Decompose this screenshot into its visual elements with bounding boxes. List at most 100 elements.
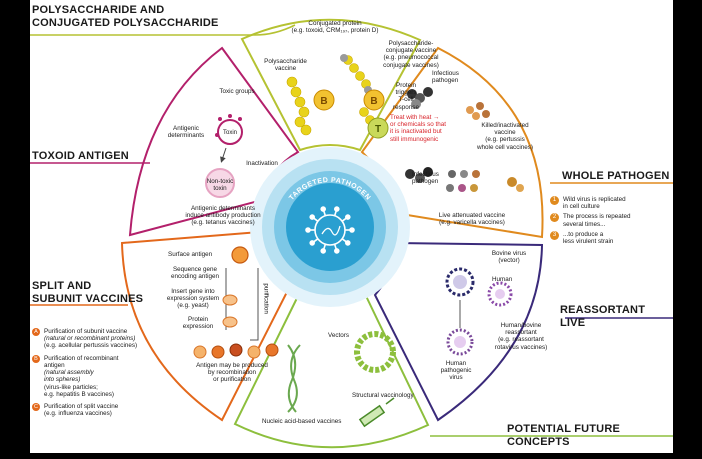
item-letter-badge: A bbox=[32, 328, 40, 336]
step-number-badge: 3 bbox=[550, 230, 559, 240]
heading-reassortant: REASSORTANT LIVE bbox=[560, 304, 646, 329]
item-sub: (natural assembly into spheres) bbox=[44, 369, 94, 384]
label-vectors: Vectors bbox=[328, 332, 349, 339]
polysaccharide-heading-line bbox=[30, 24, 296, 36]
pathogen-spike-tip bbox=[320, 248, 327, 254]
label-killed-inactivated: Killed/inactivated vaccine (e.g. pertuss… bbox=[477, 122, 533, 151]
whole-pathogen-step: 2 The process is repeated several times..… bbox=[550, 213, 670, 228]
step-number-badge: 2 bbox=[550, 213, 559, 223]
diagram-panel: TARGETED PATHOGEN B bbox=[30, 0, 673, 453]
label-structural-vaccinology: Structural vaccinology bbox=[352, 392, 414, 399]
non-toxic-toxin-icon bbox=[205, 168, 235, 198]
label-purification: purification bbox=[262, 283, 270, 314]
step-text: Wild virus is replicated in cell culture bbox=[563, 196, 626, 211]
pathogen-spike-tip bbox=[333, 248, 340, 254]
toxin-icon: Toxin bbox=[215, 114, 243, 145]
diagram-artwork: TARGETED PATHOGEN B bbox=[30, 18, 673, 449]
label-infectious-pathogen-2: Infectious pathogen bbox=[412, 171, 439, 186]
vector-ring-icon bbox=[354, 331, 396, 373]
inactivation-arrow bbox=[220, 147, 227, 163]
label-inactivation: Inactivation bbox=[246, 160, 278, 167]
polysaccharide-segment bbox=[240, 18, 422, 152]
pathogen-spike-tip bbox=[344, 214, 351, 220]
attenuation-steps-icon bbox=[446, 170, 524, 192]
item-example: (e.g. acellular pertussis vaccines) bbox=[44, 342, 138, 350]
infectious-pathogen-icon-2 bbox=[405, 167, 433, 183]
b-cell-icon-1: B bbox=[313, 89, 335, 111]
item-main: Purification of split vaccine bbox=[44, 403, 119, 411]
b-cell-icon-2: B bbox=[363, 89, 385, 111]
label-antibody-production: Antigenic determinants induce antibody p… bbox=[185, 205, 261, 227]
split-vaccine-item: C Purification of split vaccine(e.g. infl… bbox=[32, 403, 144, 417]
item-example: (virus-like particles; e.g. hepatitis B … bbox=[44, 383, 115, 398]
whole-pathogen-steps: 1 Wild virus is replicated in cell cultur… bbox=[550, 196, 670, 248]
antigen-products-icon bbox=[193, 343, 279, 359]
heading-toxoid: TOXOID ANTIGEN bbox=[32, 150, 129, 162]
dna-helix-icon bbox=[287, 344, 301, 413]
item-text: Purification of recombinant antigen(natu… bbox=[44, 355, 119, 398]
targeted-pathogen-icon bbox=[305, 206, 355, 254]
syringe-icon bbox=[358, 397, 395, 428]
label-bovine-virus: Bovine virus (vector) bbox=[491, 250, 527, 265]
pathogen-spike-tip bbox=[344, 240, 351, 246]
svg-text:B: B bbox=[370, 96, 377, 107]
split-vaccine-item: B Purification of recombinant antigen(nat… bbox=[32, 354, 144, 398]
whole-pathogen-step: 3 ...to produce a less virulent strain bbox=[550, 230, 670, 246]
label-human: Human bbox=[492, 276, 513, 283]
inactivated-pathogen-icon bbox=[466, 102, 490, 120]
heading-whole-pathogen: WHOLE PATHOGEN bbox=[562, 170, 670, 182]
label-non-toxic-toxin: Non-toxic toxin bbox=[206, 178, 234, 193]
label-protein-expression: Protein expression bbox=[182, 316, 214, 331]
label-antigenic-determinants: Antigenic determinants bbox=[167, 125, 205, 140]
polysaccharide-chain-icon bbox=[286, 76, 312, 136]
item-letter-badge: B bbox=[32, 354, 40, 363]
label-infectious-pathogen-1: Infectious pathogen bbox=[432, 70, 459, 85]
pathogen-spike-tip bbox=[333, 206, 340, 212]
t-cell-icon: T bbox=[367, 117, 389, 139]
step-text: The process is repeated several times... bbox=[563, 213, 631, 228]
item-main: Purification of subunit vaccine bbox=[44, 328, 128, 335]
heading-polysaccharide: POLYSACCHARIDE AND CONJUGATED POLYSACCHA… bbox=[32, 4, 219, 29]
label-nucleic-acid: Nucleic acid-based vaccines bbox=[262, 418, 342, 425]
item-sub: (natural or recombinant proteins) bbox=[44, 335, 136, 343]
whole-pathogen-step: 1 Wild virus is replicated in cell cultur… bbox=[550, 196, 670, 210]
svg-text:B: B bbox=[320, 96, 327, 107]
item-main: Purification of recombinant antigen bbox=[44, 354, 119, 369]
label-surface-antigen: Surface antigen bbox=[168, 251, 213, 258]
label-conjugated-protein: Conjugated protein (e.g. toxoid, CRM₁₉₇,… bbox=[291, 20, 379, 35]
item-letter-badge: C bbox=[32, 403, 40, 412]
label-sequence-gene: Sequence gene encoding antigen bbox=[171, 266, 219, 281]
label-treat-with-heat: Treat with heat → or chemicals so that i… bbox=[390, 114, 446, 143]
human-virus-icon bbox=[487, 281, 513, 307]
label-polysaccharide-vaccine: Polysaccharide vaccine bbox=[264, 58, 307, 73]
label-toxic-groups: Toxic groups bbox=[219, 88, 255, 95]
step-number-badge: 1 bbox=[550, 196, 559, 205]
step-text: ...to produce a less virulent strain bbox=[563, 230, 614, 246]
bovine-virus-icon bbox=[445, 267, 475, 297]
item-example: (e.g. influenza vaccines) bbox=[44, 410, 112, 418]
label-conjugate-vaccine: Polysaccharide- conjugate vaccine (e.g. … bbox=[383, 40, 439, 69]
label-insert-gene: Insert gene into expression system (e.g.… bbox=[166, 288, 220, 310]
item-text: Purification of split vaccine(e.g. influ… bbox=[44, 403, 118, 417]
label-antigen-produced: Antigen may be produced by recombination… bbox=[196, 362, 268, 384]
yeast-icon bbox=[222, 294, 238, 328]
svg-text:Toxin: Toxin bbox=[223, 130, 237, 136]
infectious-pathogen-icon-1 bbox=[407, 87, 433, 109]
pathogen-spike-tip bbox=[309, 214, 316, 220]
human-pathogenic-virus-icon bbox=[446, 328, 474, 356]
label-human-bovine: Human/bovine reassortant (e.g. reassorta… bbox=[494, 322, 548, 351]
svg-text:T: T bbox=[375, 124, 381, 135]
label-human-pathogenic: Human pathogenic virus bbox=[440, 360, 472, 382]
split-vaccine-item: A Purification of subunit vaccine(natural… bbox=[32, 328, 144, 350]
label-live-attenuated: Live attenuated vaccine (e.g. varicella … bbox=[438, 212, 506, 227]
pathogen-spike-tip bbox=[320, 206, 327, 212]
center-ring-inner bbox=[286, 183, 374, 271]
label-protein-triggers: Protein triggers T-cell response bbox=[393, 82, 419, 111]
pathogen-spike-tip bbox=[349, 227, 355, 233]
heading-split-subunit: SPLIT AND SUBUNIT VACCINES bbox=[32, 280, 144, 305]
pathogen-spike-tip bbox=[305, 227, 311, 233]
pathogen-spike-tip bbox=[309, 240, 316, 246]
heading-future: POTENTIAL FUTURE CONCEPTS bbox=[507, 423, 620, 448]
